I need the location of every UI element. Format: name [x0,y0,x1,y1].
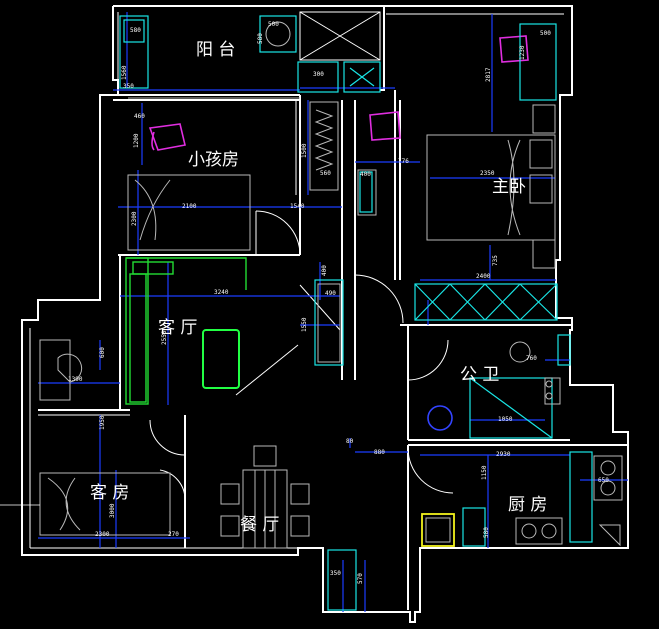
living-fixtures [125,257,344,405]
bathroom-fixtures [427,334,571,439]
dim-label: 600 [99,347,106,358]
dim-label: 1950 [99,415,106,430]
label-kitchen: 厨 房 [508,495,547,515]
dim-label: 650 [598,477,609,484]
label-balcony: 阳 台 [196,40,235,60]
dimension-labels: 580 500 580 1560 350 300 500 2817 1230 4… [68,21,609,584]
dim-label: 3000 [109,503,116,518]
dim-label: 500 [268,21,279,28]
dining-fixtures [220,445,357,611]
kids-room-fixtures [127,101,339,251]
dim-label: 560 [320,170,331,177]
label-guest-room: 客 房 [90,483,129,503]
dim-label: 490 [325,290,336,297]
dim-label: 1230 [519,45,526,60]
dim-label: 350 [123,83,134,90]
dim-label: 270 [168,531,179,538]
room-labels: 阳 台 小孩房 主卧 客 厅 公 卫 客 房 餐 厅 厨 房 [90,40,547,535]
dim-label: 2550 [161,330,168,345]
dim-label: 400 [360,171,371,178]
dim-label: 350 [330,570,341,577]
dim-label: 776 [398,158,409,165]
dim-label: 1390 [68,376,83,383]
dim-label: 2300 [131,211,138,226]
kitchen-fixtures [421,451,623,547]
dim-label: 580 [483,527,490,538]
dim-label: 400 [321,265,328,276]
dim-label: 580 [130,27,141,34]
dim-label: 2350 [480,170,495,177]
dim-label: 1560 [121,65,128,80]
label-living-room: 客 厅 [158,318,197,338]
interior-walls [38,11,628,610]
dim-label: 570 [357,573,364,584]
dim-label: 735 [492,255,499,266]
dim-label: 3240 [214,289,229,296]
doors [149,210,454,501]
dim-label: 2400 [476,273,491,280]
dim-label: 1540 [290,203,305,210]
dim-label: 460 [134,113,145,120]
dim-label: 1150 [481,465,488,480]
balcony-fixtures [119,15,381,99]
dim-label: 1050 [498,416,513,423]
dim-label: 2300 [95,531,110,538]
master-fixtures [357,23,558,321]
dim-label: 2100 [182,203,197,210]
dimension-lines [38,12,628,612]
dim-label: 2930 [496,451,511,458]
label-master-bedroom: 主卧 [492,177,526,197]
dim-label: 1550 [301,317,308,332]
label-bathroom: 公 卫 [460,365,499,385]
guest-room-fixtures [39,339,171,536]
dim-label: 580 [257,33,264,44]
dim-label: 880 [374,449,385,456]
dim-label: 300 [313,71,324,78]
dim-label: 500 [540,30,551,37]
dim-label: 760 [526,355,537,362]
dim-label: 1500 [301,143,308,158]
label-dining-room: 餐 厅 [240,515,279,535]
dim-label: 80 [346,438,354,445]
label-kids-room: 小孩房 [188,150,239,170]
dim-label: 2817 [485,67,492,82]
dim-label: 1200 [133,133,140,148]
outer-walls [21,5,629,623]
